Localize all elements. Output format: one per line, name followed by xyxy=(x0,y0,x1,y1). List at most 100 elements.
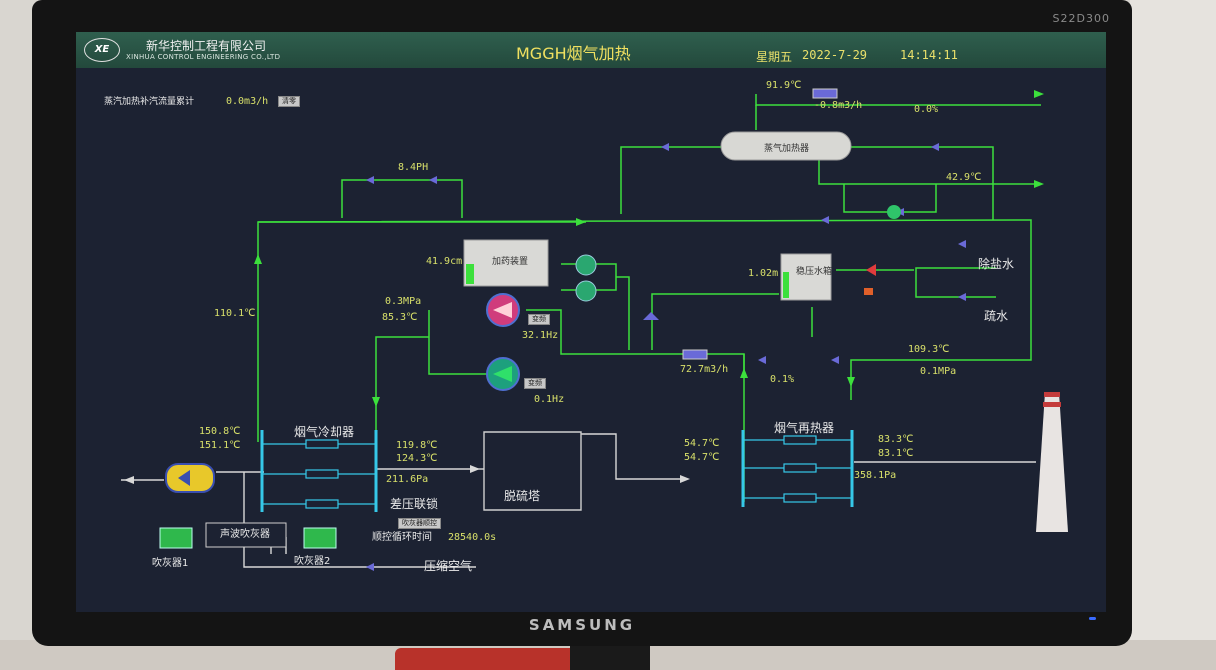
steam-trap-icon[interactable] xyxy=(887,205,901,219)
valve-icon[interactable] xyxy=(643,312,659,320)
sequence-cycle-label: 顺控循环时间 xyxy=(372,532,432,543)
main-header-pipe xyxy=(257,219,1032,442)
background-wall xyxy=(1130,0,1216,670)
arrow-down-icon xyxy=(372,397,380,407)
steam-flow-value: -0.8m3/h xyxy=(814,100,863,111)
flue-cooler xyxy=(260,430,378,512)
valve-icon[interactable] xyxy=(661,143,669,151)
desulfurization-tower-label: 脱硫塔 xyxy=(504,489,541,503)
company-name: 新华控制工程有限公司 xyxy=(146,39,267,53)
steam-inlet-pipe xyxy=(755,94,1041,106)
dosing-level-value: 41.9cm xyxy=(426,256,463,267)
arrow-right-icon xyxy=(470,465,480,473)
tower-outlet-line xyxy=(581,433,686,480)
diff-pressure-interlock-label: 差压联锁 xyxy=(390,497,439,511)
compressed-air-label: 压缩空气 xyxy=(424,559,473,573)
chimney-band-2 xyxy=(1043,402,1061,407)
page-title: MGGH烟气加热 xyxy=(516,44,631,63)
soot-blower-1-icon[interactable] xyxy=(159,527,193,549)
arrow-left-icon xyxy=(124,476,134,484)
steam-heater-label: 蒸气加热器 xyxy=(764,144,810,154)
valve-icon[interactable] xyxy=(931,143,939,151)
date-display: 2022-7-29 xyxy=(802,48,868,62)
flue-reheater xyxy=(741,430,854,507)
company-name-en: XINHUA CONTROL ENGINEERING CO.,LTD xyxy=(126,53,281,61)
circulation-pump-2[interactable] xyxy=(486,357,520,391)
valve-icon[interactable] xyxy=(831,356,839,364)
soot-blower-2-icon[interactable] xyxy=(303,527,337,549)
surge-tank-label: 稳压水箱 xyxy=(796,267,833,277)
monitor-brand-logo: SAMSUNG xyxy=(528,616,636,634)
pump1-auto-button[interactable]: 变频 xyxy=(528,314,550,325)
valve-icon[interactable] xyxy=(958,240,966,248)
reheater-tube-core-3 xyxy=(783,493,817,503)
cooler-supply-pipe xyxy=(375,336,429,442)
cooler-out-temp-2: 124.3℃ xyxy=(396,453,438,464)
supply-press-value: 0.1MPa xyxy=(920,366,957,377)
surge-tank-pipe xyxy=(651,293,779,350)
cooler-tube-core-1 xyxy=(305,439,339,449)
arrow-right-icon xyxy=(1034,90,1044,98)
lock-icon[interactable] xyxy=(864,288,873,295)
return-temp-value: 110.1℃ xyxy=(214,308,256,319)
valves[interactable] xyxy=(366,143,966,571)
supply-temp-value: 109.3℃ xyxy=(908,344,950,355)
dosing-tank-label: 加药装置 xyxy=(492,257,529,267)
dosing-tank xyxy=(463,239,549,287)
dosing-level-bar xyxy=(466,264,474,284)
clock-display: 14:14:11 xyxy=(900,48,958,62)
pump-pressure-value: 0.3MPa xyxy=(385,296,422,307)
surge-level-bar xyxy=(783,272,789,298)
steam-heater-out-pipe xyxy=(851,146,994,220)
process-diagram xyxy=(121,88,1068,571)
steam-temp-value: 91.9℃ xyxy=(766,80,802,91)
reheater-out-temp-1: 83.3℃ xyxy=(878,434,914,445)
valve-icon[interactable] xyxy=(958,293,966,301)
pump2-auto-button[interactable]: 变频 xyxy=(524,378,546,389)
flowmeter-icon xyxy=(682,349,708,360)
steam-valve-value: 0.0% xyxy=(914,104,939,115)
steam-heater-vessel xyxy=(720,131,852,161)
sonic-blower-label: 声波吹灰器 xyxy=(220,529,270,540)
pump1-freq-value: 32.1Hz xyxy=(522,330,559,341)
sonic-blower-box[interactable] xyxy=(205,522,287,548)
pump-suction-pipe xyxy=(428,310,501,375)
cooler-out-temp-1: 119.8℃ xyxy=(396,440,438,451)
chimney xyxy=(1036,392,1068,532)
demin-water-label: 除盐水 xyxy=(978,257,1015,271)
dosing-pump-1-icon[interactable] xyxy=(575,254,597,276)
valve-icon[interactable] xyxy=(821,216,829,224)
company-logo: XE xyxy=(84,38,120,62)
arrow-right-icon xyxy=(576,218,586,226)
pump1-arrow xyxy=(493,302,512,318)
valve-icon[interactable] xyxy=(429,176,437,184)
pump-temp-value: 85.3℃ xyxy=(382,312,418,323)
circulation-pump-1[interactable] xyxy=(486,293,520,327)
reset-button[interactable]: 清零 xyxy=(278,96,300,107)
dosing-outlet-pipe xyxy=(616,276,630,350)
valve-icon[interactable] xyxy=(758,356,766,364)
valve-icon[interactable] xyxy=(366,563,374,571)
drain-water-label: 疏水 xyxy=(984,309,1009,323)
ph-loop-pipe xyxy=(341,179,463,218)
cooler-dp-value: 211.6Pa xyxy=(386,474,429,485)
arrow-right-icon xyxy=(680,475,690,483)
booster-fan[interactable] xyxy=(165,463,215,493)
fan-blade-icon xyxy=(178,470,190,486)
blower-sequence-button[interactable]: 吹灰器顺控 xyxy=(398,518,441,529)
reheater-dp-value: 358.1Pa xyxy=(854,470,897,481)
dosing-pump-2-icon[interactable] xyxy=(575,280,597,302)
cooler-tube-core-3 xyxy=(305,499,339,509)
demin-valve-icon[interactable] xyxy=(866,264,876,276)
pump2-freq-value: 0.1Hz xyxy=(534,394,565,405)
red-object xyxy=(395,648,605,670)
title-bar: XE 新华控制工程有限公司 XINHUA CONTROL ENGINEERING… xyxy=(76,32,1106,68)
reheater-in-temp-2: 54.7℃ xyxy=(684,452,720,463)
steam-meter-label: 蒸汽加热补汽流量累计 xyxy=(104,97,195,107)
weekday-display: 星期五 xyxy=(756,50,793,64)
monitor-model-label: S22D300 xyxy=(1052,12,1110,25)
valve-icon[interactable] xyxy=(366,176,374,184)
steam-meter-value: 0.0m3/h xyxy=(226,96,269,107)
steam-heater-in-pipe xyxy=(620,146,721,214)
surge-tank xyxy=(780,253,832,301)
